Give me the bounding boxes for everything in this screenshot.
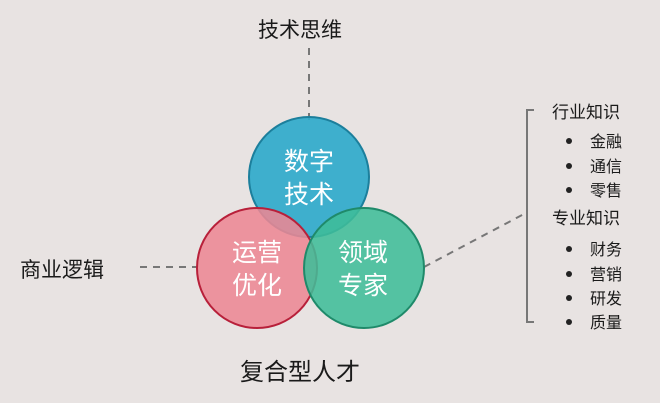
circle-right-text: 领域 专家 [318,236,408,302]
bottom-title: 复合型人才 [240,358,360,386]
item-text: 财务 [590,240,623,259]
bullet-icon [566,294,572,301]
group-professional-title: 专业知识 [552,209,620,229]
list-item: 财务 [566,236,622,260]
left-label: 商业逻辑 [20,258,104,282]
list-item: 营销 [566,261,622,285]
top-label: 技术思维 [258,18,342,42]
circle-right-line2: 专家 [337,271,388,300]
bullet-icon [566,270,572,277]
list-item: 研发 [566,285,622,309]
item-text: 通信 [590,157,623,176]
group-industry-title: 行业知识 [552,103,620,123]
bullet-icon [566,245,572,252]
circle-top-text: 数字 技术 [264,145,354,211]
item-text: 研发 [590,289,623,308]
item-text: 质量 [590,313,623,332]
list-item: 质量 [566,309,622,333]
list-item: 金融 [566,128,622,152]
item-text: 营销 [590,265,623,284]
circle-domain-expert [303,207,425,329]
circle-left-line1: 运营 [231,238,282,267]
circle-right-line1: 领域 [337,238,388,267]
bullet-icon [566,137,572,144]
circle-left-line2: 优化 [231,271,282,300]
bullet-icon [566,186,572,193]
bullet-icon [566,162,572,169]
connector-right [423,213,525,268]
bracket [526,109,534,323]
item-text: 金融 [590,132,623,151]
list-item: 零售 [566,177,622,201]
circle-top-line2: 技术 [283,180,334,209]
item-text: 零售 [590,181,623,200]
bullet-icon [566,318,572,325]
list-item: 通信 [566,153,622,177]
circle-top-line1: 数字 [283,147,334,176]
circle-left-text: 运营 优化 [212,236,302,302]
